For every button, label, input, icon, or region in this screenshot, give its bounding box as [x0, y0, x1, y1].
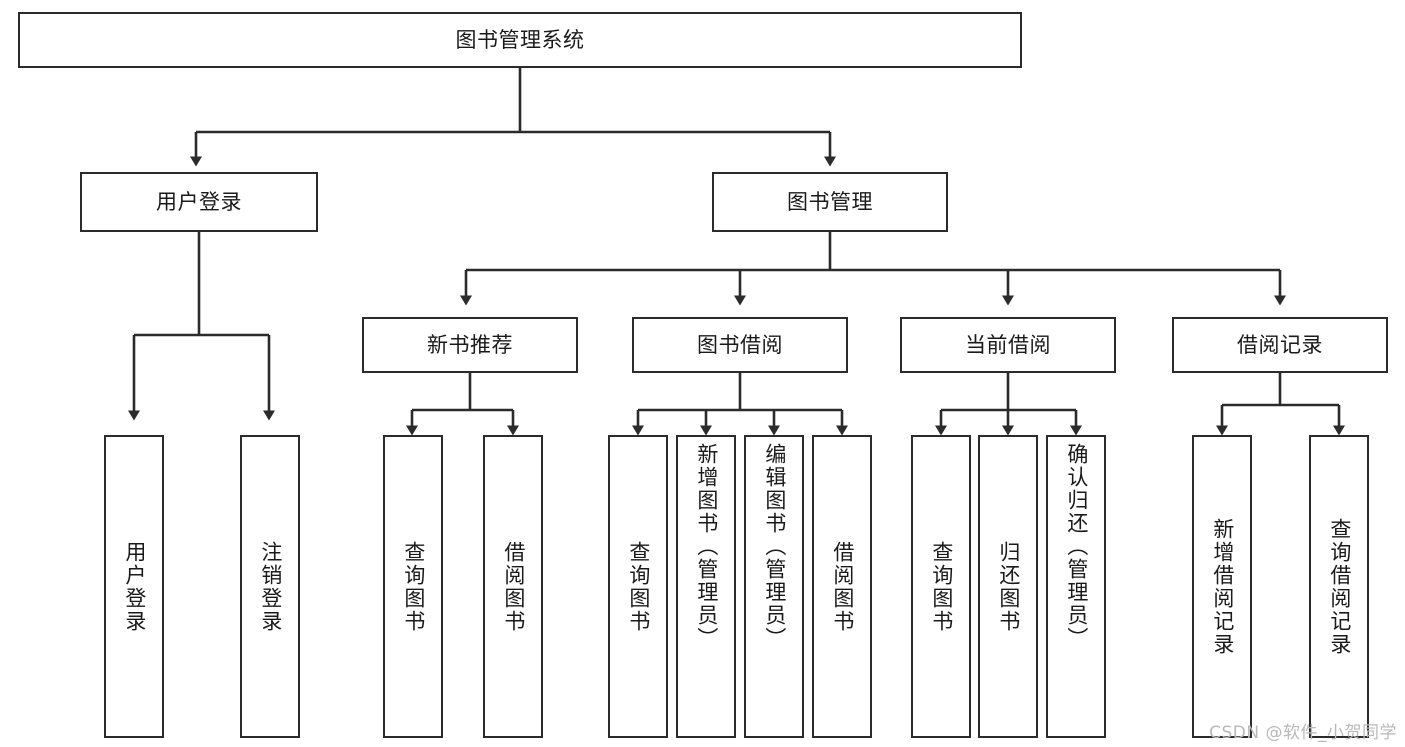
node-root[interactable]: 图书管理系统 — [18, 12, 1022, 68]
node-borrow-record-label: 借阅记录 — [1237, 332, 1323, 357]
node-leaf-query-book-2-label: 查询图书 — [626, 540, 651, 633]
node-book-borrow[interactable]: 图书借阅 — [632, 317, 848, 373]
node-leaf-query-book-3-label: 查询图书 — [929, 540, 954, 633]
node-leaf-add-book-label: 新增图书（管理员） — [694, 443, 719, 650]
node-user-login[interactable]: 用户登录 — [80, 172, 318, 232]
node-leaf-query-book-3[interactable]: 查询图书 — [911, 435, 971, 738]
node-leaf-return-book-label: 归还图书 — [996, 540, 1021, 633]
node-leaf-return-book[interactable]: 归还图书 — [978, 435, 1038, 738]
node-leaf-query-book-1[interactable]: 查询图书 — [383, 435, 443, 738]
node-root-label: 图书管理系统 — [455, 27, 585, 52]
node-leaf-confirm-return-label: 确认归还（管理员） — [1064, 443, 1089, 650]
csdn-watermark: CSDN @软件_小贺同学 — [1209, 723, 1397, 743]
node-leaf-query-book-1-label: 查询图书 — [401, 540, 426, 633]
node-leaf-query-record-label: 查询借阅记录 — [1327, 517, 1352, 656]
node-leaf-add-record[interactable]: 新增借阅记录 — [1192, 435, 1252, 738]
node-leaf-user-login[interactable]: 用户登录 — [104, 435, 164, 738]
node-leaf-borrow-book-1[interactable]: 借阅图书 — [483, 435, 543, 738]
node-book-manage[interactable]: 图书管理 — [712, 172, 948, 232]
node-leaf-edit-book[interactable]: 编辑图书（管理员） — [744, 435, 804, 738]
node-user-login-label: 用户登录 — [156, 189, 242, 214]
node-current-borrow[interactable]: 当前借阅 — [900, 317, 1116, 373]
node-leaf-query-record[interactable]: 查询借阅记录 — [1309, 435, 1369, 738]
node-leaf-query-book-2[interactable]: 查询图书 — [608, 435, 668, 738]
node-leaf-edit-book-label: 编辑图书（管理员） — [762, 443, 787, 650]
node-new-book-recommend[interactable]: 新书推荐 — [362, 317, 578, 373]
node-book-borrow-label: 图书借阅 — [697, 332, 783, 357]
node-leaf-borrow-book-2[interactable]: 借阅图书 — [812, 435, 872, 738]
node-leaf-borrow-book-2-label: 借阅图书 — [830, 540, 855, 633]
node-new-book-recommend-label: 新书推荐 — [427, 332, 513, 357]
node-book-manage-label: 图书管理 — [787, 189, 873, 214]
node-leaf-user-logout[interactable]: 注销登录 — [240, 435, 300, 738]
node-leaf-add-book[interactable]: 新增图书（管理员） — [676, 435, 736, 738]
node-borrow-record[interactable]: 借阅记录 — [1172, 317, 1388, 373]
node-leaf-user-login-label: 用户登录 — [122, 540, 147, 633]
node-current-borrow-label: 当前借阅 — [965, 332, 1051, 357]
node-leaf-add-record-label: 新增借阅记录 — [1210, 517, 1235, 656]
node-leaf-borrow-book-1-label: 借阅图书 — [501, 540, 526, 633]
node-leaf-user-logout-label: 注销登录 — [258, 540, 283, 633]
node-leaf-confirm-return[interactable]: 确认归还（管理员） — [1046, 435, 1106, 738]
